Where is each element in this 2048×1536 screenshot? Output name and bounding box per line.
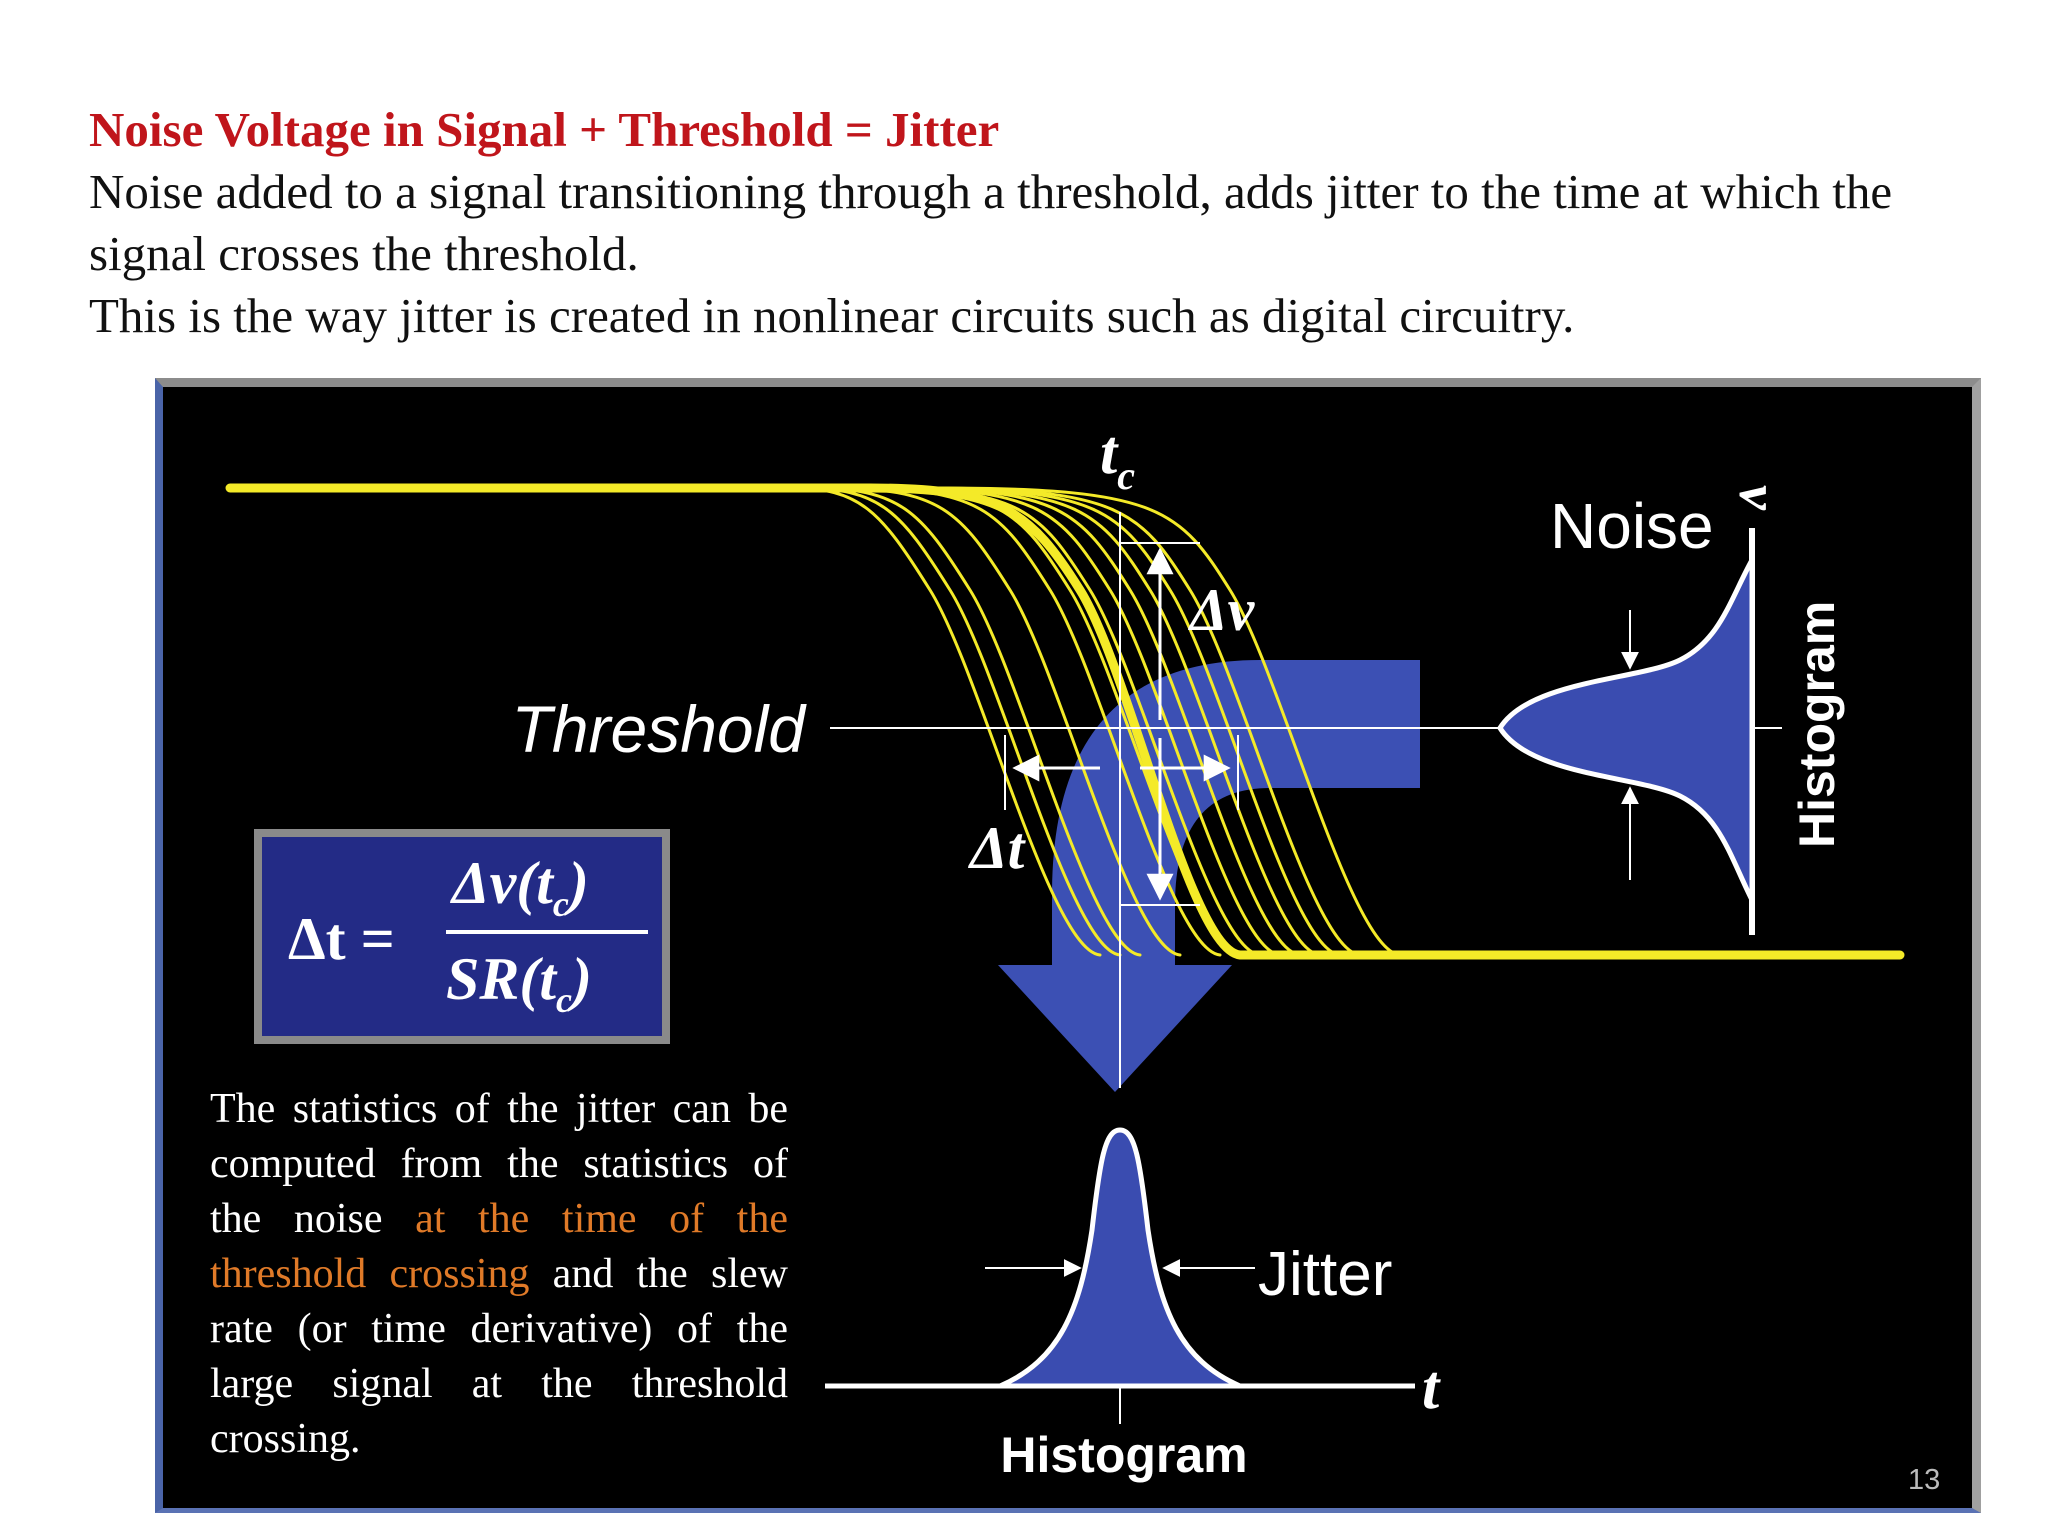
formula-denominator: SR(tc)	[446, 946, 593, 1020]
noise-label: Noise	[1550, 490, 1714, 562]
v-axis-label: v	[1727, 485, 1789, 511]
jitter-label: Jitter	[1258, 1240, 1392, 1309]
t-axis-label: t	[1422, 1354, 1441, 1422]
delta-v-label: Δv	[1188, 577, 1256, 643]
slide-title: Noise Voltage in Signal + Threshold = Ji…	[89, 102, 1000, 157]
formula-fraction-bar	[446, 930, 648, 934]
formula-lhs: Δt =	[288, 906, 395, 972]
jitter-histogram	[999, 1127, 1241, 1389]
tc-label: tc	[1100, 419, 1135, 498]
signal-waveforms	[225, 483, 1905, 960]
delta-t-label: Δt	[968, 815, 1027, 881]
body-line-3: This is the way jitter is created in non…	[89, 288, 1575, 343]
noise-histogram	[1497, 558, 1755, 902]
body-line-2: signal crosses the threshold.	[89, 226, 639, 281]
explanation-highlight: at the time of the threshold crossing	[210, 1196, 788, 1297]
curved-arrow	[998, 660, 1420, 1092]
formula-numerator: Δv(tc)	[452, 850, 589, 924]
histogram-vertical-label: Histogram	[1789, 601, 1845, 848]
explanation-text: The statistics of the jitter can be comp…	[210, 1086, 788, 1462]
formula-box: Δt = Δv(tc) SR(tc)	[254, 829, 670, 1044]
threshold-label: Threshold	[512, 692, 808, 766]
histogram-bottom-label: Histogram	[1000, 1427, 1247, 1483]
page-number: 13	[1908, 1464, 1941, 1496]
body-line-1: Noise added to a signal transitioning th…	[89, 164, 1893, 219]
